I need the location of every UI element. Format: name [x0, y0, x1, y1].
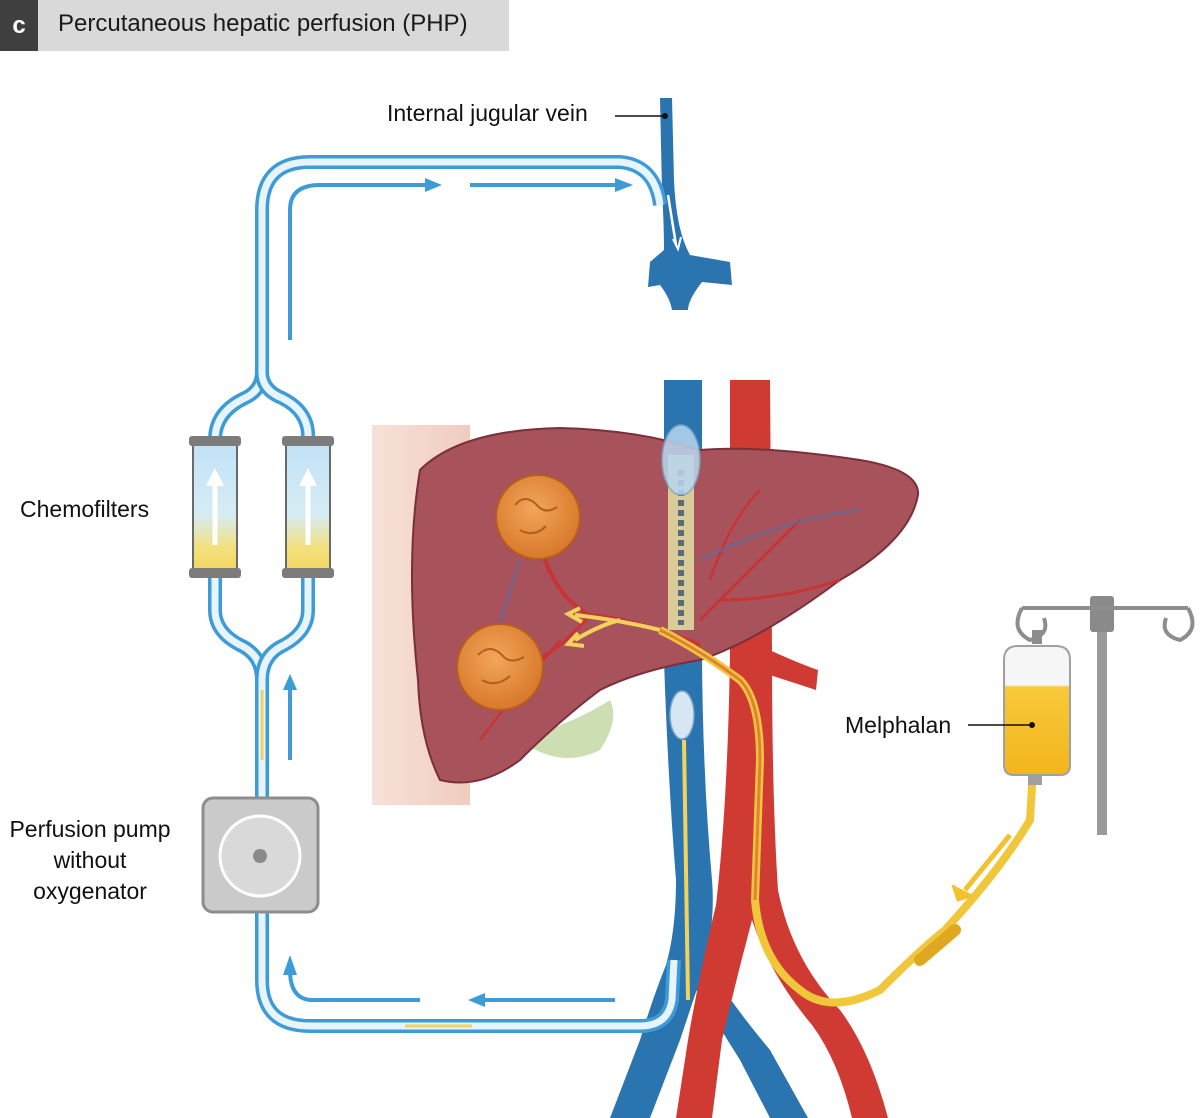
chemofilters-label: Chemofilters: [20, 496, 150, 522]
melphalan-flow-arrow: [951, 833, 1012, 902]
perfusion-pump-label-line2: without: [53, 847, 127, 873]
perfusion-pump-label: Perfusion pump without oxygenator: [0, 816, 180, 905]
drug-flow-arrows: [563, 606, 661, 648]
perfusion-pump-label-line1: Perfusion pump: [9, 816, 171, 842]
panel-title: Percutaneous hepatic perfusion (PHP): [58, 10, 468, 37]
circuit-flow-arrows: [260, 178, 633, 1028]
perfusion-pump: [201, 796, 320, 914]
aorta: [676, 380, 888, 1118]
perfusion-pump-label-line3: oxygenator: [33, 878, 147, 904]
melphalan-label: Melphalan: [845, 712, 952, 738]
chemofilter-right: [282, 436, 334, 578]
chemofilter-left: [189, 436, 241, 578]
liver-tumor-lower: [456, 623, 544, 711]
liver-tumor-upper: [495, 474, 581, 560]
gallbladder: [520, 700, 614, 758]
extracorporeal-circuit: [208, 155, 681, 1033]
arterial-catheter: [658, 626, 1037, 1007]
panel-header: c Percutaneous hepatic perfusion (PHP): [0, 0, 509, 51]
iv-pole: [1015, 596, 1195, 835]
internal-jugular-vein-label: Internal jugular vein: [387, 100, 588, 126]
melphalan-bag: [1003, 630, 1071, 785]
liver: [410, 426, 920, 784]
panel-letter: c: [0, 0, 38, 51]
internal-jugular-vein: [648, 98, 732, 310]
double-balloon-catheter: [661, 424, 701, 1001]
